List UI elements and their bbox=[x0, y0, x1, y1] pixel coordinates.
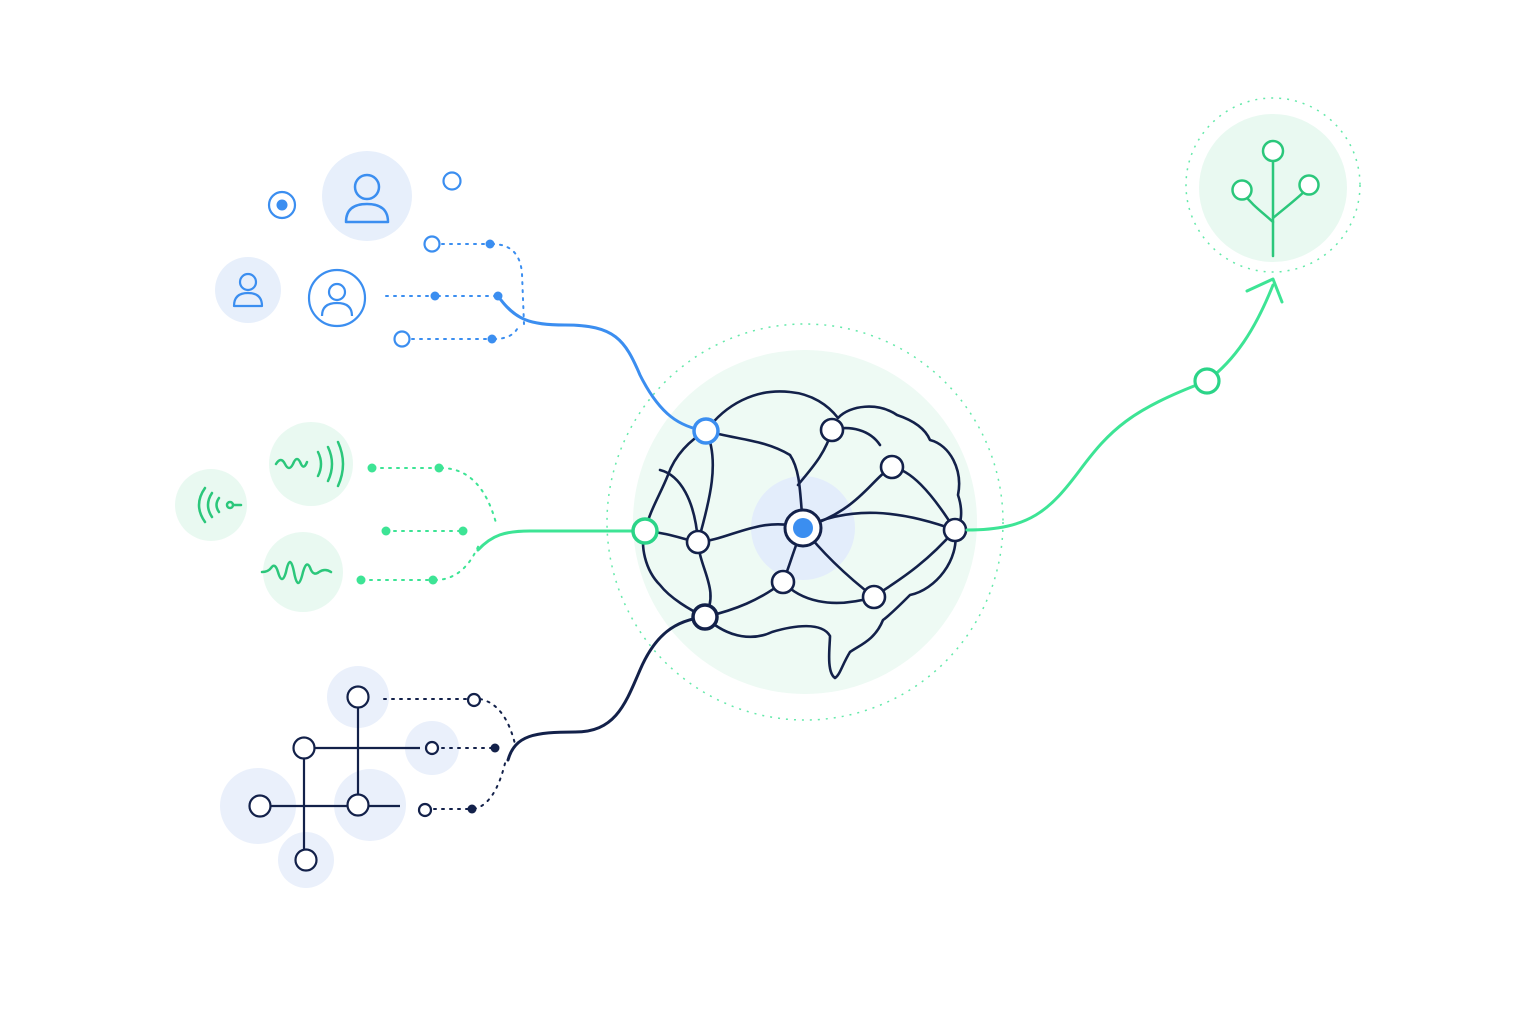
network-entry-node bbox=[691, 603, 719, 631]
people-input-group bbox=[215, 151, 708, 433]
output-growth-group bbox=[1185, 97, 1361, 273]
people-entry-node bbox=[692, 417, 720, 445]
people-feeder-nodes bbox=[393, 235, 503, 348]
small-node-icon bbox=[442, 171, 462, 191]
output-flow-line bbox=[965, 283, 1275, 532]
target-dot-icon bbox=[267, 190, 297, 220]
node-graph-icon bbox=[248, 685, 420, 872]
signal-icon-bg-left bbox=[175, 469, 247, 541]
output-midpoint-node bbox=[1193, 367, 1221, 395]
signal-entry-node bbox=[631, 517, 659, 545]
user-icon bbox=[307, 268, 367, 328]
signal-input-group bbox=[175, 422, 647, 612]
network-feeder-nodes bbox=[417, 692, 500, 818]
signal-wave-icon bbox=[274, 440, 345, 488]
signal-flow-line bbox=[476, 529, 647, 552]
network-dotted-feeders bbox=[383, 698, 516, 810]
signal-dotted-feeders bbox=[361, 467, 497, 581]
user-icon bbox=[344, 173, 390, 224]
arrow-up-right-icon bbox=[1245, 277, 1284, 304]
people-dotted-feeders bbox=[385, 243, 525, 340]
user-icon bbox=[232, 272, 264, 308]
people-flow-line bbox=[496, 294, 708, 433]
signal-icon-bg-top bbox=[269, 422, 353, 506]
user-icon-bg-large bbox=[322, 151, 412, 241]
tree-growth-icon bbox=[1231, 139, 1320, 258]
network-flow-line bbox=[506, 615, 707, 762]
waveform-icon bbox=[260, 560, 333, 585]
signal-feeder-nodes bbox=[356, 463, 468, 585]
network-input-group bbox=[220, 615, 707, 888]
broadcast-icon bbox=[197, 486, 243, 524]
